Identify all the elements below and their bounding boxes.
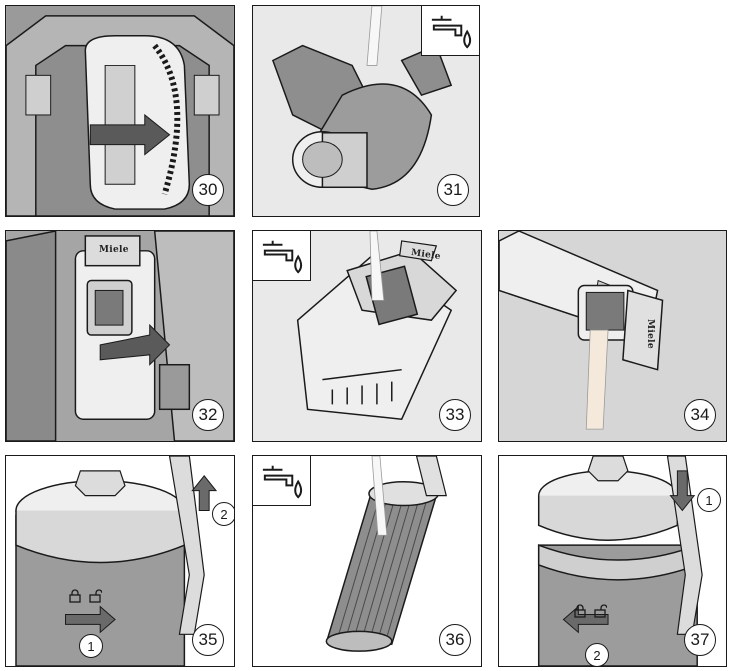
step-label-1: 1: [79, 634, 103, 658]
illustration-rinse-nozzle: [253, 6, 479, 216]
illustration-lock-container: [499, 456, 726, 666]
lock-icon: [574, 604, 586, 618]
step-number-badge: 31: [437, 174, 469, 206]
lock-icon: [69, 589, 81, 603]
panel-37: 1 2 37: [498, 455, 727, 667]
illustration-remove-filter-box: [6, 231, 234, 441]
step-number-badge: 33: [439, 399, 471, 431]
panel-35: 1 2 35: [5, 455, 235, 667]
tap-water-icon: [421, 6, 479, 56]
step-number-badge: 37: [684, 624, 716, 656]
step-number-badge: 30: [192, 174, 224, 206]
panel-36: 36: [252, 455, 482, 667]
panel-32: Miele 32: [5, 230, 235, 442]
step-number-badge: 32: [192, 399, 224, 431]
panel-30: 30: [5, 5, 235, 217]
panel-34: Miele 34: [498, 230, 727, 442]
panel-31: 31: [252, 5, 480, 217]
tap-water-icon: [253, 231, 311, 281]
step-number-badge: 35: [192, 624, 224, 656]
step-label-2: 2: [212, 502, 234, 526]
panel-33: Miele 33: [252, 230, 482, 442]
illustration-remove-cyclone: [6, 6, 234, 216]
brand-label: Miele: [99, 245, 129, 255]
step-number-badge: 36: [439, 624, 471, 656]
brand-label: Miele: [644, 319, 655, 349]
step-number-badge: 34: [684, 399, 716, 431]
tap-water-icon: [253, 456, 311, 506]
illustration-unlock-container: [6, 456, 234, 666]
unlock-icon: [89, 589, 102, 603]
unlock-icon: [594, 604, 607, 618]
step-label-2: 2: [585, 643, 609, 666]
step-label-1: 1: [697, 488, 721, 512]
illustration-rinse-filter-box: [253, 231, 481, 441]
